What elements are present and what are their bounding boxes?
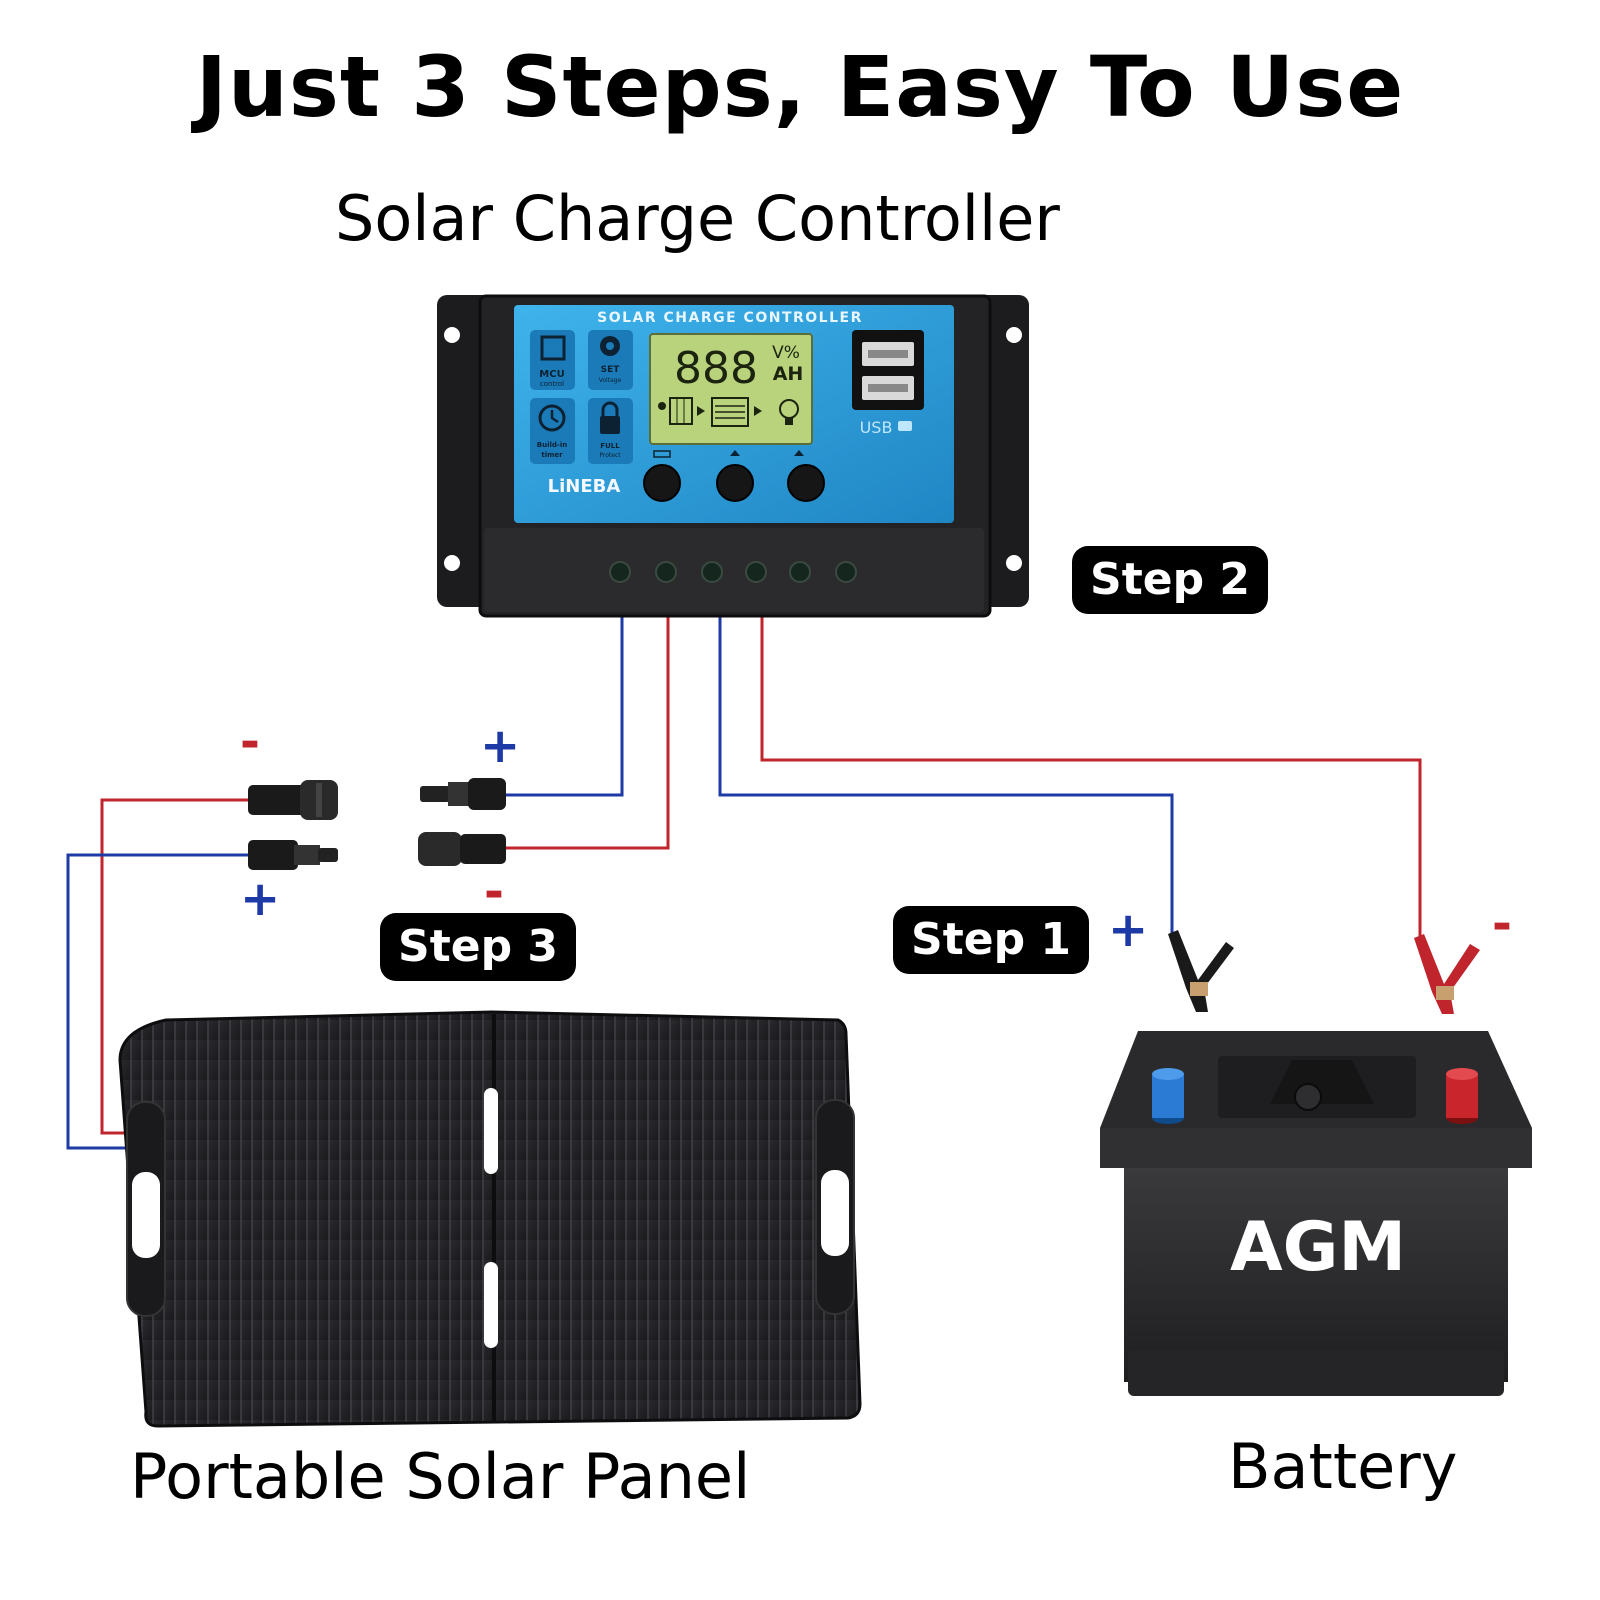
set-sub: Voltage — [599, 377, 622, 384]
controller-label: Solar Charge Controller — [335, 182, 1060, 255]
full-label: FULL — [600, 442, 620, 450]
wire-panel-negative — [500, 616, 670, 850]
battery-type-label: AGM — [1230, 1208, 1406, 1287]
panel-negative-sign: - — [240, 714, 260, 770]
positive-clamp[interactable] — [1168, 930, 1234, 1012]
panel-lead-negative — [100, 798, 250, 1135]
down-button[interactable] — [787, 464, 825, 502]
timer-icon: Build-in timer — [530, 398, 575, 464]
wire-battery-negative — [760, 616, 1422, 945]
wires — [66, 616, 1422, 1150]
up-button[interactable] — [716, 464, 754, 502]
controller-positive-sign: + — [480, 718, 521, 774]
timer-sub: timer — [541, 451, 563, 459]
mcu-sub: control — [540, 380, 564, 388]
controller-header-text: SOLAR CHARGE CONTROLLER — [597, 310, 863, 326]
timer-label: Build-in — [537, 441, 567, 449]
brand-logo: LiNEBA — [548, 476, 621, 497]
panel-positive-sign: + — [240, 871, 281, 927]
lcd-display: 888 V% AH — [649, 333, 813, 445]
connector-panel-negative — [248, 780, 338, 820]
agm-battery — [1100, 1031, 1532, 1396]
lock-icon: FULL Protect — [588, 398, 633, 464]
up-arrow-icon — [730, 450, 740, 456]
page-title: Just 3 Steps, Easy To Use — [195, 38, 1405, 136]
step-3-badge: Step 3 — [380, 913, 576, 981]
mcu-icon: MCU control — [530, 330, 575, 390]
usb-label: USB — [860, 418, 893, 437]
wire-battery-positive — [718, 616, 1174, 940]
step-2-badge: Step 2 — [1072, 546, 1268, 614]
solar-panel — [118, 1010, 862, 1428]
battery-label: Battery — [1228, 1430, 1458, 1503]
connector-controller-positive — [420, 778, 506, 810]
menu-button[interactable] — [643, 464, 681, 502]
panel-lead-positive — [66, 853, 250, 1150]
terminal-screws — [609, 561, 857, 583]
full-sub: Protect — [599, 452, 621, 459]
lcd-unit-top: V% — [772, 343, 800, 363]
usb-icon — [898, 421, 912, 431]
step-1-badge: Step 1 — [893, 906, 1089, 974]
negative-clamp[interactable] — [1414, 934, 1480, 1014]
panel-label: Portable Solar Panel — [130, 1440, 751, 1513]
wire-panel-positive — [500, 616, 624, 797]
battery-negative-sign: - — [1492, 896, 1512, 952]
down-arrow-icon — [794, 450, 804, 456]
menu-icon — [653, 450, 671, 458]
lcd-unit-bottom: AH — [773, 363, 804, 385]
controller-buttons — [643, 450, 825, 502]
controller-negative-sign: - — [484, 864, 504, 920]
mcu-label: MCU — [539, 369, 564, 380]
set-label: SET — [601, 365, 621, 375]
connector-panel-positive — [248, 840, 338, 870]
set-icon: SET Voltage — [588, 330, 633, 390]
connector-controller-negative — [418, 832, 506, 866]
lcd-digits: 888 — [674, 343, 758, 394]
usb-ports[interactable] — [852, 330, 924, 410]
battery-positive-sign: + — [1108, 902, 1149, 958]
